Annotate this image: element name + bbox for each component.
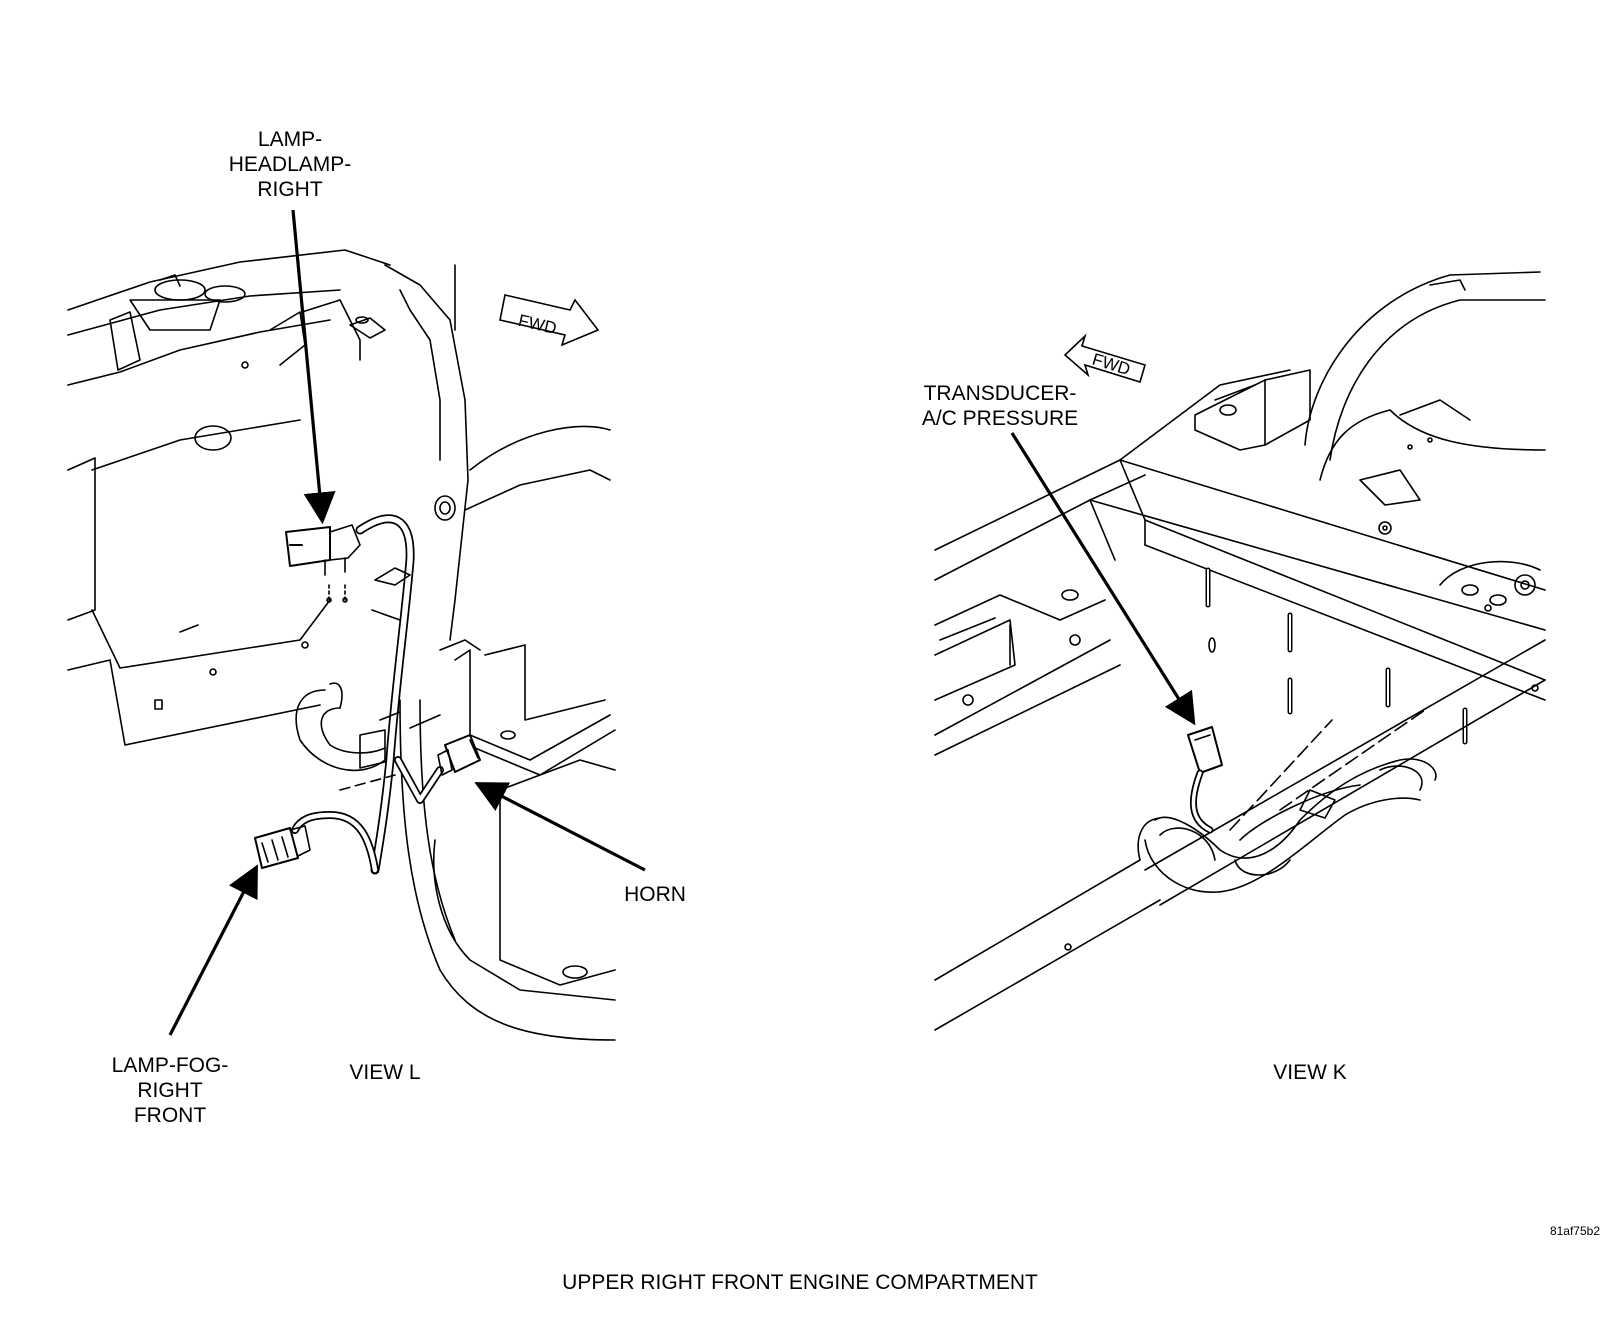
view-k-drawing: [934, 271, 1546, 1031]
figure-caption: UPPER RIGHT FRONT ENGINE COMPARTMENT: [490, 1270, 1110, 1295]
transducer-label-line-1: TRANSDUCER-: [923, 382, 1077, 405]
transducer-label-line-2: A/C PRESSURE: [921, 407, 1079, 430]
leader-arrows: [168, 209, 1196, 1036]
headlamp-label: LAMP- HEADLAMP- RIGHT: [200, 127, 380, 202]
fwd-label-view-k: FWD: [1090, 350, 1133, 379]
headlamp-leader-arrow: [291, 209, 336, 525]
fog-label-line-3: FRONT: [133, 1104, 207, 1127]
fog-label-line-1: LAMP-FOG-: [111, 1054, 229, 1077]
fwd-arrow-view-l: FWD: [499, 294, 600, 347]
fog-label-line-2: RIGHT: [137, 1079, 203, 1102]
horn-leader-arrow: [474, 782, 646, 872]
horn-label-text: HORN: [624, 883, 686, 906]
headlamp-label-line-2: HEADLAMP-: [228, 153, 352, 176]
view-l-label: VIEW L: [330, 1060, 440, 1085]
view-k-label-text: VIEW K: [1273, 1061, 1347, 1084]
transducer-label: TRANSDUCER- A/C PRESSURE: [900, 381, 1100, 431]
fwd-arrow-view-k: FWD: [1063, 333, 1146, 384]
fog-lamp-label: LAMP-FOG- RIGHT FRONT: [90, 1053, 250, 1128]
figure-id: 81af75b2: [1520, 1223, 1600, 1239]
figure-caption-text: UPPER RIGHT FRONT ENGINE COMPARTMENT: [562, 1271, 1038, 1294]
headlamp-label-line-3: RIGHT: [257, 178, 323, 201]
transducer-leader-arrow: [1010, 432, 1196, 726]
view-l-label-text: VIEW L: [349, 1061, 421, 1084]
fog-leader-arrow: [168, 864, 258, 1036]
figure-id-text: 81af75b2: [1549, 1224, 1600, 1238]
view-l-drawing: [67, 249, 616, 1041]
horn-label: HORN: [615, 882, 695, 907]
view-k-label: VIEW K: [1255, 1060, 1365, 1085]
headlamp-label-line-1: LAMP-: [257, 128, 323, 151]
